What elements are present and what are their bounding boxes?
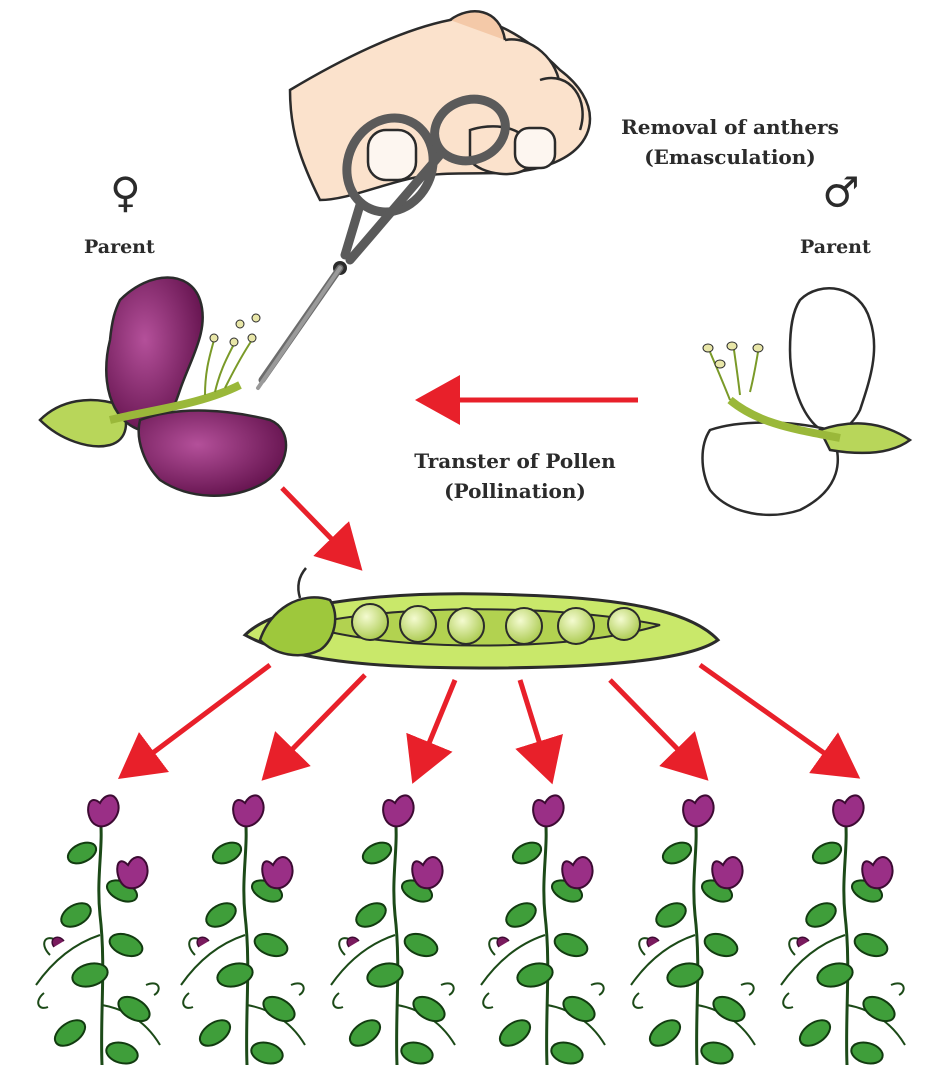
offspring-plants: [36, 795, 905, 1066]
offspring-arrow: [418, 680, 455, 770]
pollination-caption: Transter of Pollen (Pollination): [370, 446, 660, 506]
male-parent-label: Parent: [800, 236, 871, 258]
offspring-plant: [631, 795, 755, 1066]
offspring-arrows: [130, 665, 848, 770]
pollination-line-2: (Pollination): [370, 476, 660, 506]
offspring-arrow: [700, 665, 848, 770]
offspring-arrow: [520, 680, 548, 770]
male-symbol: ♂: [822, 168, 860, 217]
hand-illustration: [290, 11, 590, 200]
offspring-arrow: [272, 675, 365, 770]
female-flower-illustration: [40, 278, 286, 496]
offspring-plant: [331, 795, 455, 1066]
emasculation-line-1: Removal of anthers: [560, 112, 900, 142]
male-flower-illustration: [703, 288, 911, 515]
offspring-plant: [781, 795, 905, 1066]
offspring-plant: [181, 795, 305, 1066]
offspring-plant: [36, 795, 160, 1066]
female-parent-label: Parent: [84, 236, 155, 258]
pea-pod-illustration: [245, 568, 718, 668]
emasculation-caption: Removal of anthers (Emasculation): [560, 112, 900, 172]
flower-to-pod-arrow: [282, 488, 352, 560]
pollination-line-1: Transter of Pollen: [370, 446, 660, 476]
female-symbol: ♀: [110, 168, 141, 217]
offspring-arrow: [610, 680, 698, 770]
offspring-arrow: [130, 665, 270, 770]
offspring-plant: [481, 795, 605, 1066]
